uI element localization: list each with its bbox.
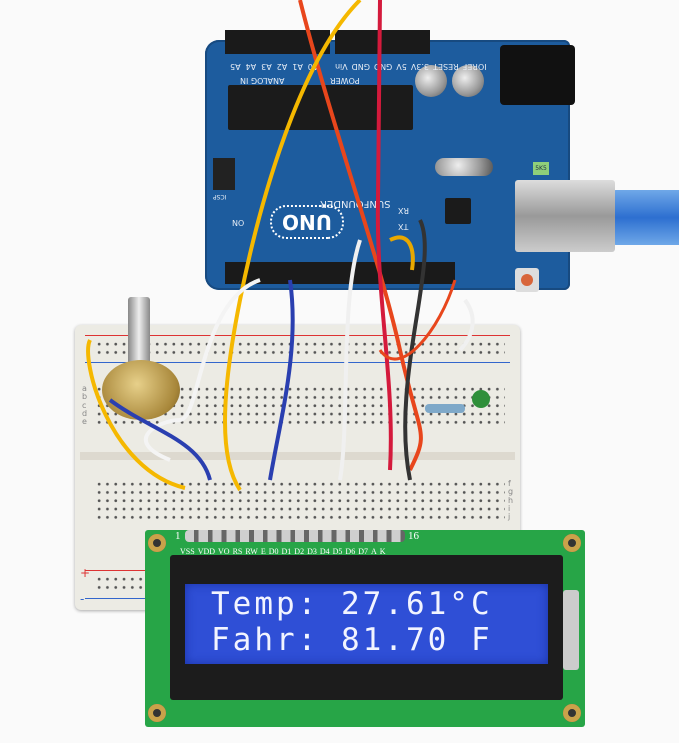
row-e: e xyxy=(82,417,87,427)
pin-rs: RS xyxy=(232,547,243,556)
pin-e: E xyxy=(260,547,266,556)
minus-label: - xyxy=(80,592,85,606)
row-f: f xyxy=(508,479,511,488)
pin-vss: VSS xyxy=(180,547,195,556)
pin-16-label: 16 xyxy=(408,530,419,542)
pin-d0: D0 xyxy=(268,547,279,556)
wire-yellow-pot xyxy=(86,339,186,490)
wire-yellow-2 xyxy=(389,235,415,271)
lcd-line-1: Temp: 27.61°C xyxy=(211,586,493,622)
pin-d7: D7 xyxy=(358,547,368,556)
resistor-label: 5K5 xyxy=(535,165,547,172)
pin-rw: RW xyxy=(245,547,258,556)
mounting-hole xyxy=(563,534,581,552)
capacitor xyxy=(415,65,447,97)
row-i: i xyxy=(508,503,511,513)
usb-chip xyxy=(445,198,471,224)
potentiometer-knob[interactable] xyxy=(128,297,150,377)
wire-blue xyxy=(268,279,295,481)
lcd-header-pins xyxy=(185,530,405,542)
power-jack xyxy=(500,45,575,105)
digital-header xyxy=(225,262,455,284)
backlight-tab xyxy=(563,590,579,670)
pin-1-label: 1 xyxy=(175,530,181,542)
pin-d3: D3 xyxy=(307,547,317,556)
crystal-oscillator xyxy=(435,158,493,176)
wire-white-2 xyxy=(338,239,362,481)
power-rail-top-blue xyxy=(85,362,510,363)
potentiometer-body xyxy=(102,360,180,420)
lcd-pin-labels: VSS VDD VO RS RW E D0 D1 D2 D3 D4 D5 D6 … xyxy=(180,547,386,556)
row-letters-left: a b c d e xyxy=(82,384,88,427)
row-letters-right: f g h i j xyxy=(508,479,514,522)
usb-cable xyxy=(610,190,679,245)
row-c: c xyxy=(82,400,87,410)
power-header xyxy=(335,30,430,54)
capacitor xyxy=(452,65,484,97)
wire-white-3 xyxy=(458,298,475,352)
row-b: b xyxy=(82,392,88,402)
pin-d5: D5 xyxy=(332,547,343,556)
row-j: j xyxy=(508,512,511,522)
thermistor xyxy=(472,390,490,408)
wire-orange-2 xyxy=(378,279,457,361)
mounting-hole xyxy=(148,704,166,722)
row-a: a xyxy=(82,384,87,393)
pin-k: K xyxy=(379,547,386,556)
resistor xyxy=(425,404,465,413)
icsp-header xyxy=(213,158,235,190)
lcd-screen: Temp: 27.61°C Fahr: 81.70 F xyxy=(185,584,548,664)
atmega-chip xyxy=(228,85,413,130)
row-g: g xyxy=(508,487,514,497)
pin-vdd: VDD xyxy=(197,547,216,556)
lcd-line-2: Fahr: 81.70 F xyxy=(211,622,493,658)
resistor-5k5: 5K5 xyxy=(533,162,549,175)
wire-red xyxy=(375,0,393,471)
wire-orange xyxy=(298,0,423,471)
wire-black xyxy=(403,219,427,481)
mounting-hole xyxy=(563,704,581,722)
row-h: h xyxy=(508,495,514,505)
pin-a: A xyxy=(370,547,377,556)
reset-button[interactable] xyxy=(515,268,539,292)
terminal-holes-lower xyxy=(95,480,505,522)
pin-d6: D6 xyxy=(345,547,356,556)
power-rail-bottom-holes xyxy=(95,575,155,592)
pin-d2: D2 xyxy=(294,547,305,556)
mounting-hole xyxy=(148,534,166,552)
plus-label: + xyxy=(80,566,91,580)
row-d: d xyxy=(82,408,88,418)
center-channel xyxy=(80,452,515,460)
wire-blue-2 xyxy=(108,398,212,481)
power-rail-top-red xyxy=(85,335,510,336)
pin-vo: VO xyxy=(218,547,230,556)
pin-d4: D4 xyxy=(319,547,330,556)
pin-d1: D1 xyxy=(281,547,292,556)
usb-port xyxy=(515,180,615,252)
wire-white xyxy=(143,278,261,462)
wire-yellow xyxy=(223,0,362,492)
